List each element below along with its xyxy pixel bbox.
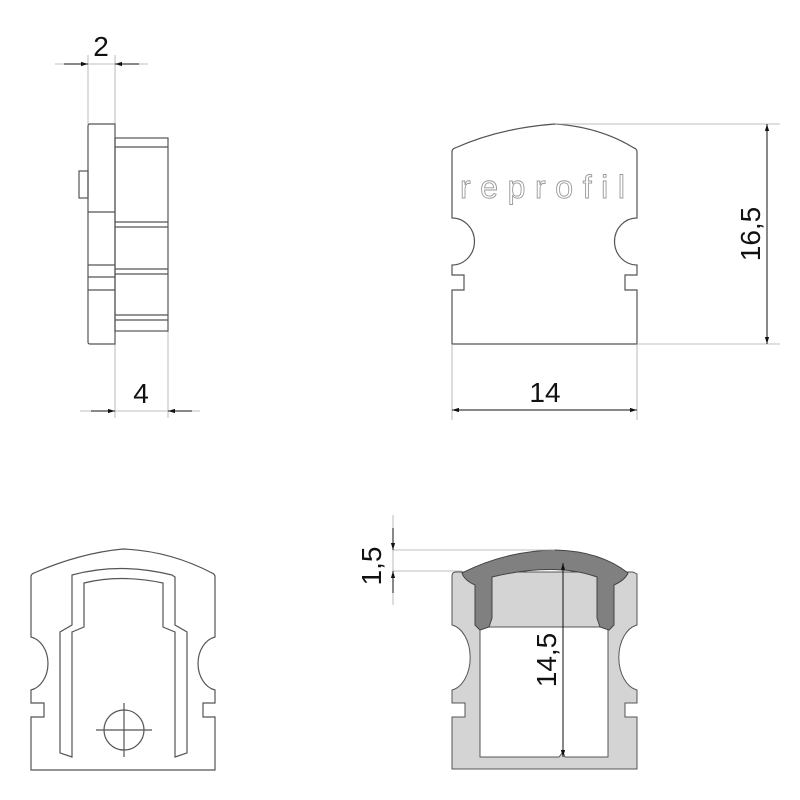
dimension-width: 14 — [452, 377, 637, 413]
dimension-inner-height: 14,5 — [531, 563, 566, 757]
dimension-label: 2 — [93, 31, 109, 62]
dimension-label: 4 — [133, 378, 149, 409]
dimension-height: 16,5 — [735, 124, 770, 344]
dimension-label: 14 — [529, 377, 560, 408]
back-view — [30, 548, 216, 771]
section-view: 1,5 14,5 — [356, 515, 638, 770]
dimension-body-depth: 4 — [80, 378, 200, 414]
dimension-label: 16,5 — [735, 207, 766, 262]
side-view: 2 4 — [55, 31, 200, 418]
dimension-lid-thickness: 1,5 — [356, 515, 396, 605]
reprofil-logo: reprofil — [460, 169, 626, 205]
dimension-plate-thickness: 2 — [55, 31, 148, 67]
dimension-label: 14,5 — [531, 633, 562, 688]
front-view: reprofil 16,5 14 — [451, 123, 780, 420]
dimension-label: 1,5 — [356, 547, 387, 586]
